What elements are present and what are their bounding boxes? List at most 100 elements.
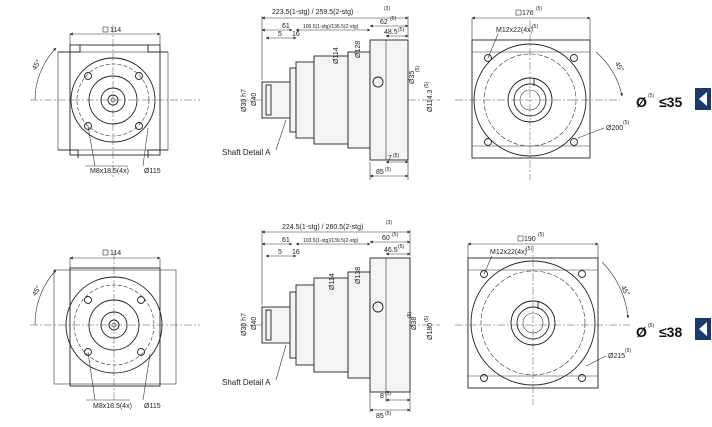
top-side-total-length-sup: (3): [384, 6, 390, 12]
bottom-motor-circle-sup: (5): [625, 348, 631, 354]
bottom-side-d40: Ø40: [251, 317, 258, 330]
bolt-hole-icon: [484, 138, 492, 146]
top-side-d114-3-sup: (5): [424, 82, 430, 88]
bottom-side-d8-sup: (5): [385, 391, 391, 397]
bottom-side-d46-sup: (5): [398, 244, 404, 250]
bolt-hole-icon: [135, 122, 143, 130]
bottom-side-d46: 46.5: [384, 247, 398, 254]
top-side-bore: Ø35: [409, 71, 416, 84]
top-side-d62: 62: [380, 19, 388, 26]
bolt-hole-icon: [578, 270, 586, 278]
bottom-side-d16: 16: [292, 249, 300, 256]
top-motor-square-label: 176: [522, 10, 534, 17]
top-front-square-label: 114: [110, 27, 121, 34]
top-side-d7: 7: [388, 155, 392, 162]
bottom-front-view: 114 45° M8x18.5(4x) Ø115: [30, 249, 200, 410]
bottom-badge-value: ≤38: [659, 324, 682, 340]
bolt-hole-icon: [135, 72, 143, 80]
bottom-side-d180-sup: (5): [424, 316, 430, 322]
top-shaft-detail-label: Shaft Detail A: [222, 148, 271, 157]
top-motor-thread-label: M12x22(4x): [496, 27, 533, 34]
top-side-d61: 61: [282, 23, 290, 30]
bolt-hole-icon: [484, 54, 492, 62]
top-side-d85-sup: (5): [385, 167, 391, 173]
bottom-badge-sup: (5): [648, 323, 654, 329]
top-side-stage-length: 100.5(1-stg)/136.5(2-stg): [303, 24, 359, 30]
triangle-left-icon: [699, 92, 707, 106]
top-motor-angle-label: 45°: [613, 60, 625, 73]
bottom-front-thread-label: M8x18.5(4x): [93, 403, 132, 410]
bottom-side-d85-sup: (5): [385, 411, 391, 417]
top-side-d62-sup: (5): [390, 16, 396, 22]
bottom-motor-square-label: 190: [524, 236, 536, 243]
bolt-hole-icon: [578, 374, 586, 382]
top-motor-square-sup: (5): [536, 6, 542, 12]
bolt-hole-icon: [137, 348, 145, 356]
bottom-badge-prefix: Ø: [636, 324, 647, 340]
top-side-d48-sup: (5): [398, 27, 404, 33]
bottom-motor-square-sup: (5): [538, 232, 544, 238]
bolt-hole-icon: [84, 72, 92, 80]
top-side-d5: 5: [278, 31, 282, 38]
bolt-hole-icon: [84, 296, 92, 304]
top-motor-circle-label: Ø200: [606, 125, 623, 132]
bottom-motor-thread-label: M12x22(4x): [490, 249, 527, 256]
bolt-hole-icon: [480, 270, 488, 278]
top-side-d16: 16: [292, 31, 300, 38]
bottom-motor-view: 190 (5) M12x22(4x) (5) 45° Ø215 (5): [455, 232, 631, 405]
bottom-side-d85: 85: [376, 413, 384, 420]
top-side-d48: 48.5: [384, 29, 398, 36]
top-side-total-length: 223.5(1-stg) / 259.5(2-stg): [272, 9, 353, 16]
bottom-front-angle-label: 45°: [31, 284, 43, 297]
bottom-side-d180: Ø180: [427, 323, 434, 340]
bolt-hole-icon: [84, 122, 92, 130]
top-side-shaft: Ø30 h7: [241, 89, 248, 112]
bottom-side-bore: Ø38: [411, 317, 418, 330]
top-side-view: 223.5(1-stg) / 259.5(2-stg) (3) 61 100.5…: [222, 6, 440, 180]
top-side-bore-sup: (5): [415, 66, 421, 72]
bottom-side-shaft: Ø30 h7: [241, 313, 248, 336]
top-badge-prefix: Ø: [636, 94, 647, 110]
top-motor-thread-sup: (5): [532, 24, 538, 30]
bolt-hole-icon: [570, 138, 578, 146]
top-motor-circle-sup: (5): [623, 120, 629, 126]
top-side-d114-3: Ø114.3: [427, 89, 434, 112]
bottom-side-d60: 60: [382, 235, 390, 242]
bottom-motor-thread-sup: (5): [526, 246, 532, 252]
bottom-side-d114: Ø114: [329, 273, 336, 290]
bottom-side-total-length: 224.5(1-stg) / 260.5(2-stg): [282, 224, 363, 231]
bolt-hole-icon: [570, 54, 578, 62]
bottom-motor-angle-label: 45°: [619, 284, 631, 297]
bottom-side-view: 224.5(1-stg) / 260.5(2-stg) (3) 61 103.5…: [222, 220, 440, 420]
bottom-shaft-detail-label: Shaft Detail A: [222, 378, 271, 387]
top-side-d114: Ø114: [333, 47, 340, 64]
bottom-collapse-button[interactable]: [695, 318, 711, 340]
bottom-front-circle-label: Ø115: [144, 403, 161, 410]
top-bore-badge: Ø (5) ≤35: [636, 93, 682, 110]
top-collapse-button[interactable]: [695, 88, 711, 110]
bottom-side-d61: 61: [282, 237, 290, 244]
bottom-front-square-label: 114: [110, 250, 121, 257]
bolt-hole-icon: [84, 348, 92, 356]
top-side-d40: Ø40: [251, 93, 258, 106]
bottom-side-d138: Ø138: [355, 267, 362, 284]
top-front-view: 114 45° M8x18.5(4x) Ø115: [30, 25, 200, 178]
bottom-side-bore-sup: (5): [407, 312, 413, 318]
top-motor-view: 176 (5) M12x22(4x) (5) 45° Ø200 (5): [455, 6, 629, 180]
top-side-d128: Ø128: [355, 41, 362, 58]
bolt-hole-icon: [137, 296, 145, 304]
bottom-side-d8: 8: [380, 393, 384, 400]
top-badge-value: ≤35: [659, 94, 682, 110]
triangle-left-icon: [699, 322, 707, 336]
bolt-hole-icon: [480, 374, 488, 382]
bottom-side-stage-length: 103.5(1-stg)/139.5(2-stg): [303, 238, 359, 244]
top-side-d85: 85: [376, 169, 384, 176]
top-side-d7-sup: (5): [393, 153, 399, 159]
bottom-motor-circle-label: Ø215: [608, 353, 625, 360]
bottom-side-d5: 5: [278, 249, 282, 256]
bottom-side-total-length-sup: (3): [386, 220, 392, 226]
top-front-thread-label: M8x18.5(4x): [90, 168, 129, 175]
top-front-circle-label: Ø115: [144, 168, 161, 175]
bottom-side-d60-sup: (5): [392, 232, 398, 238]
